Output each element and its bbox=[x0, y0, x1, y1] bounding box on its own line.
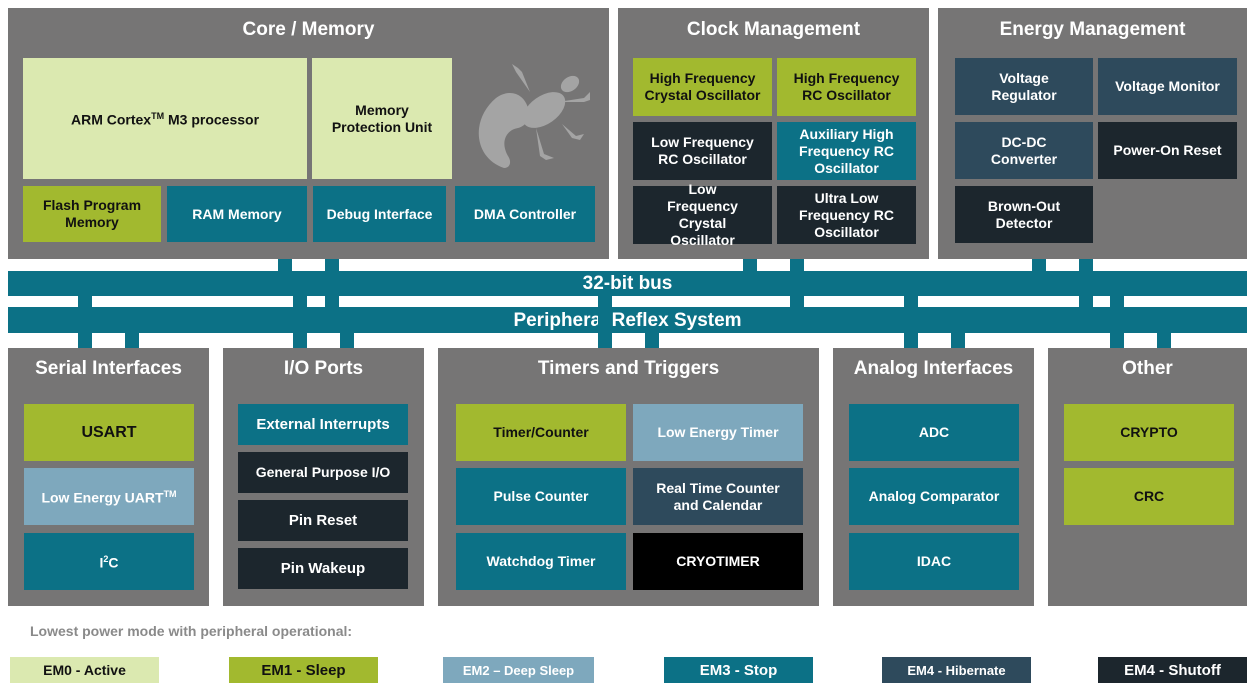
ulf-rc-oscillator-block: Ultra Low Frequency RC Oscillator bbox=[777, 186, 916, 244]
leuart-label: Low Energy UARTTM bbox=[41, 489, 177, 506]
gecko-logo bbox=[466, 58, 598, 179]
flash-program-memory-block: Flash Program Memory bbox=[23, 186, 161, 242]
serial-interfaces-panel: Serial Interfaces USART Low Energy UARTT… bbox=[8, 348, 209, 606]
low-energy-timer-block: Low Energy Timer bbox=[633, 404, 803, 461]
32-bit-bus: 32-bit bus bbox=[8, 271, 1247, 296]
analog-comparator-block: Analog Comparator bbox=[849, 468, 1019, 525]
leuart-block: Low Energy UARTTM bbox=[24, 468, 194, 525]
pin-wakeup-block: Pin Wakeup bbox=[238, 548, 408, 589]
timers-triggers-panel: Timers and Triggers Timer/Counter Low En… bbox=[438, 348, 819, 606]
usart-block: USART bbox=[24, 404, 194, 461]
adc-block: ADC bbox=[849, 404, 1019, 461]
arm-cortex-m3-block: ARM CortexTM M3 processor bbox=[23, 58, 307, 179]
32-bit-bus-label: 32-bit bus bbox=[582, 273, 673, 294]
dc-dc-converter-block: DC-DC Converter bbox=[955, 122, 1093, 179]
io-ports-title: I/O Ports bbox=[283, 358, 364, 379]
energy-management-title: Energy Management bbox=[999, 19, 1186, 40]
watchdog-timer-block: Watchdog Timer bbox=[456, 533, 626, 590]
idac-block: IDAC bbox=[849, 533, 1019, 590]
energy-management-panel: Energy Management Voltage Regulator Volt… bbox=[938, 8, 1247, 259]
i2c-block: I2C bbox=[24, 533, 194, 590]
crc-block: CRC bbox=[1064, 468, 1234, 525]
power-on-reset-block: Power-On Reset bbox=[1098, 122, 1237, 179]
cryotimer-block: CRYOTIMER bbox=[633, 533, 803, 590]
pulse-counter-block: Pulse Counter bbox=[456, 468, 626, 525]
core-memory-panel: Core / Memory ARM CortexTM M3 processor … bbox=[8, 8, 609, 259]
mpu-block: Memory Protection Unit bbox=[312, 58, 452, 179]
ram-memory-block: RAM Memory bbox=[167, 186, 307, 242]
hf-crystal-oscillator-block: High Frequency Crystal Oscillator bbox=[633, 58, 772, 116]
analog-interfaces-title: Analog Interfaces bbox=[853, 358, 1014, 379]
bus-connector bbox=[598, 296, 612, 348]
hf-rc-oscillator-block: High Frequency RC Oscillator bbox=[777, 58, 916, 116]
bus-connector bbox=[278, 259, 292, 271]
legend-em3-stop: EM3 - Stop bbox=[664, 657, 813, 683]
peripheral-reflex-system-bus: Peripheral Reflex System bbox=[8, 307, 1247, 333]
arm-cortex-label: ARM CortexTM M3 processor bbox=[70, 111, 260, 128]
bus-connector bbox=[1032, 259, 1046, 271]
i2c-label: I2C bbox=[99, 554, 119, 571]
clock-management-title: Clock Management bbox=[686, 19, 861, 40]
clock-management-panel: Clock Management High Frequency Crystal … bbox=[618, 8, 929, 259]
lf-crystal-oscillator-block: Low Frequency Crystal Oscillator bbox=[633, 181, 772, 248]
bus-connector bbox=[951, 333, 965, 348]
crypto-block: CRYPTO bbox=[1064, 404, 1234, 461]
legend-em4-hibernate: EM4 - Hibernate bbox=[882, 657, 1031, 683]
pin-reset-block: Pin Reset bbox=[238, 500, 408, 541]
serial-interfaces-title: Serial Interfaces bbox=[35, 358, 182, 379]
voltage-monitor-block: Voltage Monitor bbox=[1098, 58, 1237, 115]
bus-connector bbox=[645, 333, 659, 348]
other-title: Other bbox=[1122, 358, 1173, 379]
lf-rc-oscillator-block: Low Frequency RC Oscillator bbox=[633, 122, 772, 180]
legend-em1-sleep: EM1 - Sleep bbox=[229, 657, 378, 683]
bus-connector bbox=[904, 296, 918, 348]
io-ports-panel: I/O Ports External Interrupts General Pu… bbox=[223, 348, 424, 606]
timers-triggers-title: Timers and Triggers bbox=[537, 358, 720, 379]
general-purpose-io-block: General Purpose I/O bbox=[238, 452, 408, 493]
legend-em4-shutoff: EM4 - Shutoff bbox=[1098, 657, 1247, 683]
prs-label: Peripheral Reflex System bbox=[513, 310, 742, 331]
legend-em0-active: EM0 - Active bbox=[10, 657, 159, 683]
bus-connector bbox=[340, 333, 354, 348]
timer-counter-block: Timer/Counter bbox=[456, 404, 626, 461]
other-panel: Other CRYPTO CRC bbox=[1048, 348, 1247, 606]
bus-connector bbox=[1110, 296, 1124, 348]
core-memory-title: Core / Memory bbox=[242, 19, 375, 40]
debug-interface-block: Debug Interface bbox=[313, 186, 446, 242]
aux-hf-rc-oscillator-block: Auxiliary High Frequency RC Oscillator bbox=[777, 122, 916, 180]
bus-connector bbox=[1157, 333, 1171, 348]
bus-connector bbox=[125, 333, 139, 348]
brown-out-detector-block: Brown-Out Detector bbox=[955, 186, 1093, 243]
bus-connector bbox=[293, 296, 307, 348]
voltage-regulator-block: Voltage Regulator bbox=[955, 58, 1093, 115]
legend-em2-deep-sleep: EM2 – Deep Sleep bbox=[443, 657, 594, 683]
bus-connector bbox=[743, 259, 757, 271]
dma-controller-block: DMA Controller bbox=[455, 186, 595, 242]
analog-interfaces-panel: Analog Interfaces ADC Analog Comparator … bbox=[833, 348, 1034, 606]
legend-title: Lowest power mode with peripheral operat… bbox=[30, 623, 353, 639]
bus-connector bbox=[78, 296, 92, 348]
external-interrupts-block: External Interrupts bbox=[238, 404, 408, 445]
rtcc-block: Real Time Counter and Calendar bbox=[633, 468, 803, 525]
